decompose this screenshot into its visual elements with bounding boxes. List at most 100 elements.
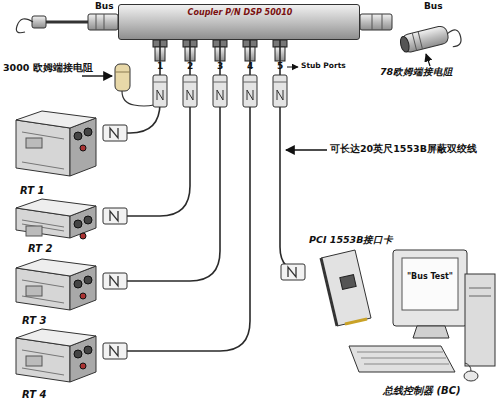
rt-socket bbox=[80, 145, 86, 151]
card-name: PCI 1553B接口卡 bbox=[309, 234, 393, 247]
tower-bay bbox=[469, 288, 491, 289]
stub-plug bbox=[153, 75, 167, 107]
terminal-name: RT 2 bbox=[28, 243, 53, 254]
rt-front bbox=[16, 120, 70, 176]
callout-arrow bbox=[286, 149, 327, 150]
plug-band bbox=[153, 82, 167, 83]
callout-number: 2 bbox=[187, 61, 193, 71]
callout-arrow bbox=[426, 54, 430, 66]
end-plug bbox=[103, 343, 127, 359]
remote-terminal: RT 3 bbox=[8, 256, 103, 326]
terminator-3000 bbox=[115, 64, 130, 91]
node-outline bbox=[8, 196, 103, 254]
rt-panel-line bbox=[22, 162, 64, 169]
terminator-band bbox=[115, 72, 130, 73]
mouse bbox=[464, 371, 478, 381]
node-outline bbox=[8, 108, 103, 196]
bus-cap bbox=[32, 16, 46, 28]
node-outline bbox=[8, 326, 103, 400]
pci-card bbox=[321, 250, 371, 326]
terminator-label: 3000 欧姆端接电阻 bbox=[3, 62, 93, 75]
terminator-wire bbox=[122, 91, 154, 106]
plug-band bbox=[243, 82, 257, 83]
keyboard bbox=[349, 346, 455, 372]
bus-cable bbox=[44, 21, 88, 24]
pci-fingers bbox=[345, 319, 367, 324]
terminal-name: RT 1 bbox=[20, 185, 45, 196]
rt-top bbox=[16, 259, 96, 276]
rt-socket bbox=[84, 346, 92, 354]
end-plug bbox=[103, 125, 127, 141]
monitor-screen bbox=[402, 258, 458, 310]
remote-terminal: RT 4 bbox=[8, 326, 103, 400]
pci-bracket bbox=[321, 258, 337, 326]
terminal-name: RT 4 bbox=[22, 389, 47, 400]
rt-panel-line bbox=[22, 296, 64, 303]
stub-plug bbox=[213, 75, 227, 107]
rt-socket bbox=[84, 216, 92, 224]
stub-plug bbox=[243, 75, 257, 107]
rt-socket bbox=[84, 276, 92, 284]
screen-text: "Bus Test" bbox=[402, 272, 458, 281]
pc-tower bbox=[465, 274, 495, 366]
node-outline bbox=[305, 236, 395, 328]
bus-coupler: Coupler P/N DSP 50010 bbox=[118, 4, 360, 40]
terminator-label: 78欧姆端接电阻 bbox=[380, 66, 453, 79]
terminator-78 bbox=[399, 22, 463, 59]
rt-top bbox=[16, 111, 96, 128]
connector-ring bbox=[104, 14, 105, 30]
remote-terminal: RT 2 bbox=[8, 196, 103, 254]
callout-arrow bbox=[287, 67, 298, 68]
rt-socket bbox=[74, 220, 82, 228]
node-outline bbox=[345, 248, 498, 400]
bus-controller: "Bus Test" 总线控制器 (BC) bbox=[345, 248, 498, 400]
rt-socket bbox=[74, 280, 82, 288]
stub-cable bbox=[103, 40, 190, 216]
pci-chip bbox=[340, 275, 356, 290]
bus-connector bbox=[360, 14, 392, 30]
cable-plug bbox=[103, 75, 257, 359]
monitor-case bbox=[393, 250, 467, 326]
plug-band bbox=[273, 82, 287, 83]
rt-socket bbox=[74, 132, 82, 140]
cable-note: 可长达20英尺1553B屏蔽双绞线 bbox=[330, 143, 477, 156]
rt-plate bbox=[26, 138, 42, 148]
callout-number: 3 bbox=[217, 61, 223, 71]
rt-socket bbox=[84, 128, 92, 136]
controller-name: 总线控制器 (BC) bbox=[383, 384, 461, 398]
rt-top bbox=[16, 199, 96, 216]
plug-mark bbox=[288, 267, 296, 277]
stub-cable bbox=[103, 40, 250, 351]
bus-label: Bus bbox=[95, 1, 114, 11]
cap-chain bbox=[16, 19, 33, 33]
rt-top bbox=[16, 329, 96, 346]
remote-terminal: RT 1 bbox=[8, 108, 103, 196]
callout-number: 5 bbox=[277, 61, 283, 71]
bus-label: Bus bbox=[424, 1, 443, 11]
stub-plug bbox=[183, 75, 197, 107]
plug-mark bbox=[217, 90, 223, 100]
cable-plug bbox=[273, 75, 305, 280]
connector-ring bbox=[382, 14, 383, 30]
part-number: Coupler P/N DSP 50010 bbox=[119, 8, 361, 17]
cable-plug bbox=[103, 75, 167, 141]
end-plug bbox=[103, 208, 127, 224]
rt-plate bbox=[26, 356, 42, 366]
plug-mark bbox=[157, 90, 163, 100]
rt-socket bbox=[80, 233, 86, 239]
monitor-stand bbox=[413, 326, 449, 338]
stub-cable bbox=[103, 40, 220, 281]
plug-mark bbox=[247, 90, 253, 100]
rt-socket bbox=[80, 293, 86, 299]
rt-plate bbox=[26, 226, 42, 236]
plug-mark bbox=[187, 90, 193, 100]
plug-mark bbox=[277, 90, 283, 100]
plug-band bbox=[213, 82, 227, 83]
end-plug bbox=[103, 273, 127, 289]
plug-band bbox=[183, 82, 197, 83]
plug-mark bbox=[110, 128, 118, 138]
plug-mark bbox=[110, 211, 118, 221]
port-label: Stub Ports bbox=[301, 61, 346, 70]
